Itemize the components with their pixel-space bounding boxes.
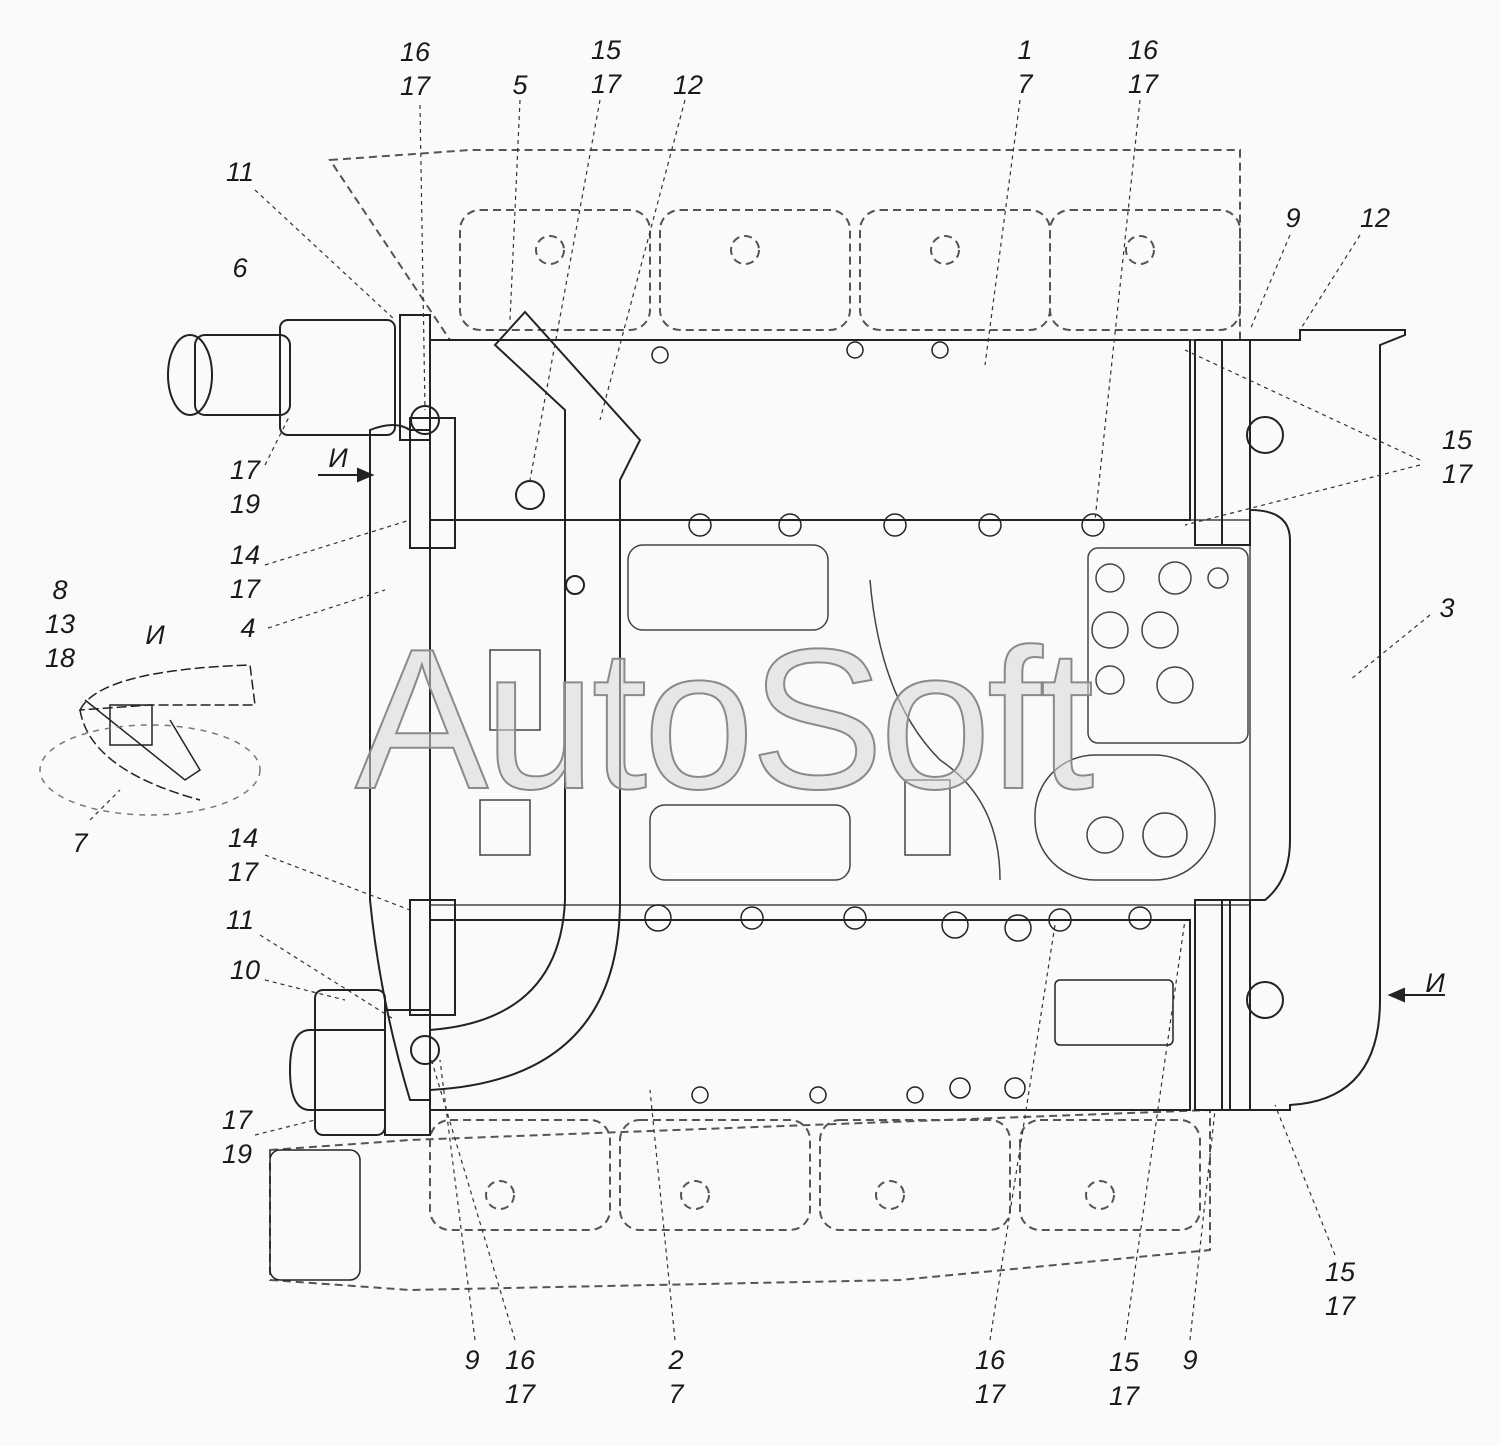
callout-9-bottom-left: 9 <box>464 1345 480 1375</box>
callout-7-inset: 7 <box>72 828 88 858</box>
bottom-intake-pipe <box>429 904 1191 1111</box>
pipe-10 <box>288 989 440 1136</box>
leader-lines <box>89 99 1431 1341</box>
top-intake-pipe <box>429 339 1191 537</box>
callout-3: 3 <box>1439 593 1455 623</box>
callout-9-top: 9 <box>1285 203 1301 233</box>
pipe-6 <box>167 319 440 436</box>
right-connecting-pipe <box>1229 329 1406 1111</box>
callout-12-right: 12 <box>1359 203 1391 233</box>
callout-9-bottom-right: 9 <box>1182 1345 1198 1375</box>
view-arrows <box>318 467 1445 1003</box>
callout-10: 10 <box>229 955 261 985</box>
view-marker-inset-title: И <box>145 620 165 650</box>
curved-pipe-5 <box>429 310 642 1092</box>
top-exhaust-manifold <box>328 149 1241 341</box>
callout-11-top: 11 <box>225 157 255 187</box>
callout-4: 4 <box>240 613 256 643</box>
left-connecting-pipe <box>369 424 431 1101</box>
callout-5: 5 <box>512 70 528 100</box>
callout-11-bottom: 11 <box>225 905 255 935</box>
inset-view <box>39 664 261 816</box>
view-marker-right: И <box>1425 968 1445 998</box>
callout-12-top: 12 <box>672 70 704 100</box>
callout-6: 6 <box>232 253 248 283</box>
view-marker-left: И <box>328 443 348 473</box>
watermark: AutoSoft <box>354 608 1095 831</box>
bottom-exhaust-manifold <box>269 1108 1211 1292</box>
